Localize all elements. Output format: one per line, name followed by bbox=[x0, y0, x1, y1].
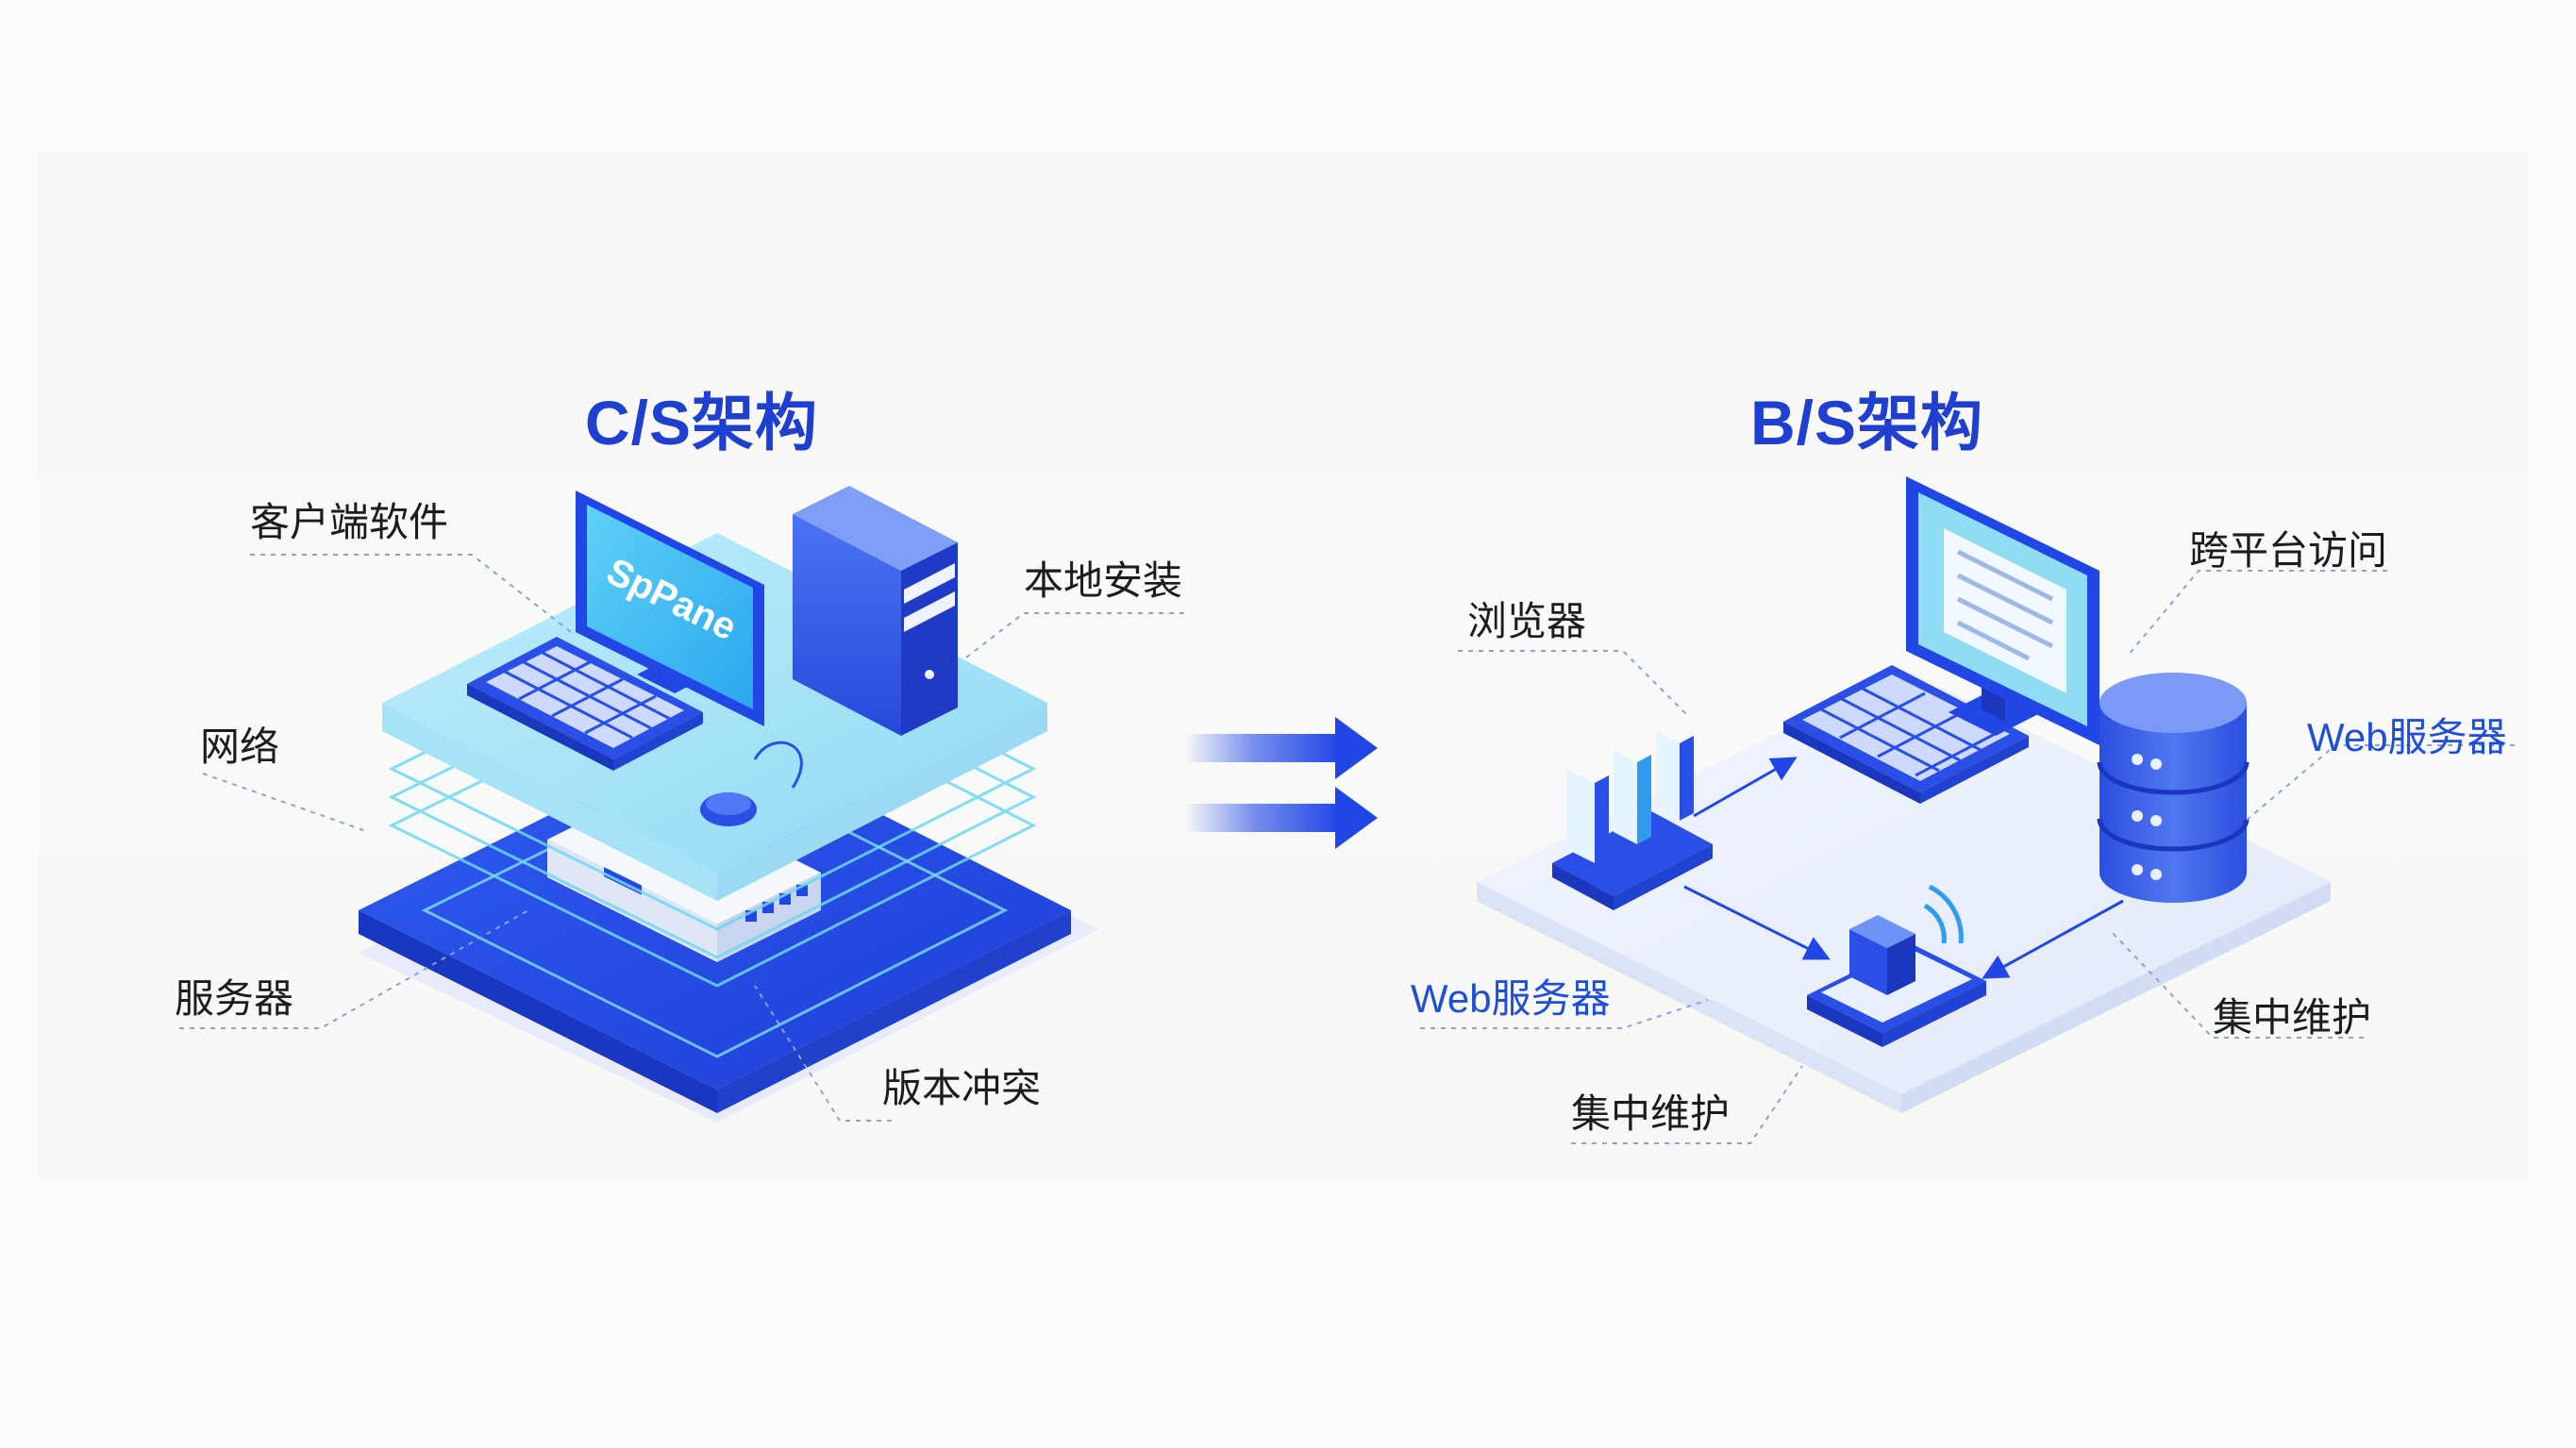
bs-database-server bbox=[2097, 673, 2250, 903]
cs-architecture: SpPane bbox=[179, 486, 1184, 1123]
bs-architecture bbox=[1420, 476, 2515, 1144]
bs-monitor bbox=[1906, 476, 2099, 745]
label-web-server-right: Web服务器 bbox=[2307, 715, 2507, 759]
label-browser: 浏览器 bbox=[1467, 599, 1587, 643]
bs-keyboard bbox=[1783, 665, 2029, 804]
label-version-conflict: 版本冲突 bbox=[882, 1066, 1042, 1110]
bs-title: B/S架构 bbox=[1750, 388, 1984, 458]
transition-arrows bbox=[1184, 717, 1378, 849]
label-central-maintenance-bottom: 集中维护 bbox=[1571, 1091, 1731, 1136]
bs-maintenance-box bbox=[1807, 884, 1986, 1047]
cs-mouse bbox=[700, 741, 803, 826]
label-central-maintenance-right: 集中维护 bbox=[2213, 995, 2372, 1040]
label-local-install: 本地安装 bbox=[1024, 558, 1183, 603]
cs-monitor: SpPane bbox=[576, 491, 764, 726]
label-web-server-left: Web服务器 bbox=[1411, 976, 1611, 1021]
label-client-software: 客户端软件 bbox=[250, 500, 449, 544]
label-server: 服务器 bbox=[175, 976, 294, 1021]
bs-browser-icon bbox=[1552, 731, 1713, 910]
cs-title: C/S架构 bbox=[585, 388, 819, 458]
label-network: 网络 bbox=[200, 724, 280, 769]
cs-keyboard bbox=[467, 637, 703, 771]
cs-tower bbox=[793, 486, 958, 736]
label-cross-platform: 跨平台访问 bbox=[2189, 528, 2388, 573]
